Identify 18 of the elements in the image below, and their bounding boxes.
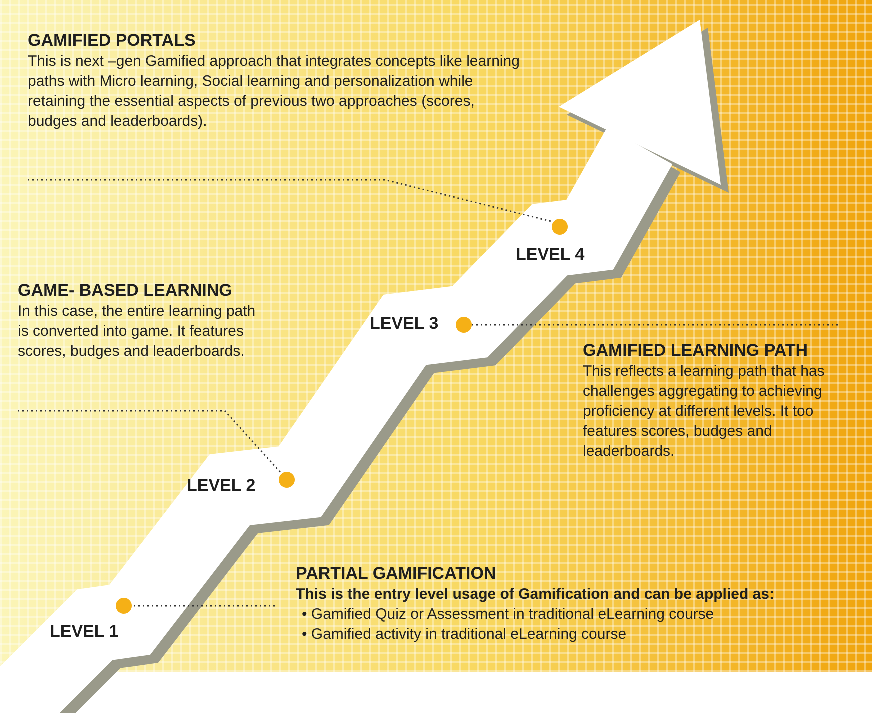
- level-label: LEVEL 2: [187, 476, 256, 496]
- section-heading: PARTIAL GAMIFICATION: [296, 563, 498, 585]
- description-text: This is the entry level usage of Gamification and can be applied as:: [296, 585, 776, 605]
- level-label: LEVEL 1: [50, 622, 119, 642]
- leader-line: [132, 605, 275, 607]
- leader-line: [472, 324, 838, 326]
- leader-line: [28, 179, 554, 223]
- section-heading: GAME- BASED LEARNING: [18, 280, 234, 302]
- section-heading: GAMIFIED LEARNING PATH: [583, 340, 810, 362]
- section-heading: GAMIFIED PORTALS: [28, 30, 197, 52]
- leader-line: [18, 410, 283, 474]
- level-label: LEVEL 3: [370, 314, 439, 334]
- level-label: LEVEL 4: [516, 245, 585, 265]
- description-text: In this case, the entire learning path is converted into game. It features scores, budges and leaderboards.: [18, 302, 257, 362]
- description-text: This reflects a learning path that has challenges aggregating to achieving proficiency at different levels. It too features scores, budges and leaderboards.: [583, 362, 826, 462]
- bullet-item: • Gamified activity in traditional eLearning course: [301, 625, 628, 645]
- description-text: This is next –gen Gamified approach that integrates concepts like learning paths with Micro learning, Social learning and personalization while retaining the essential aspects of previous two approaches (scores, budges and leaderboards).: [28, 52, 521, 132]
- bullet-item: • Gamified Quiz or Assessment in traditional eLearning course: [301, 605, 716, 625]
